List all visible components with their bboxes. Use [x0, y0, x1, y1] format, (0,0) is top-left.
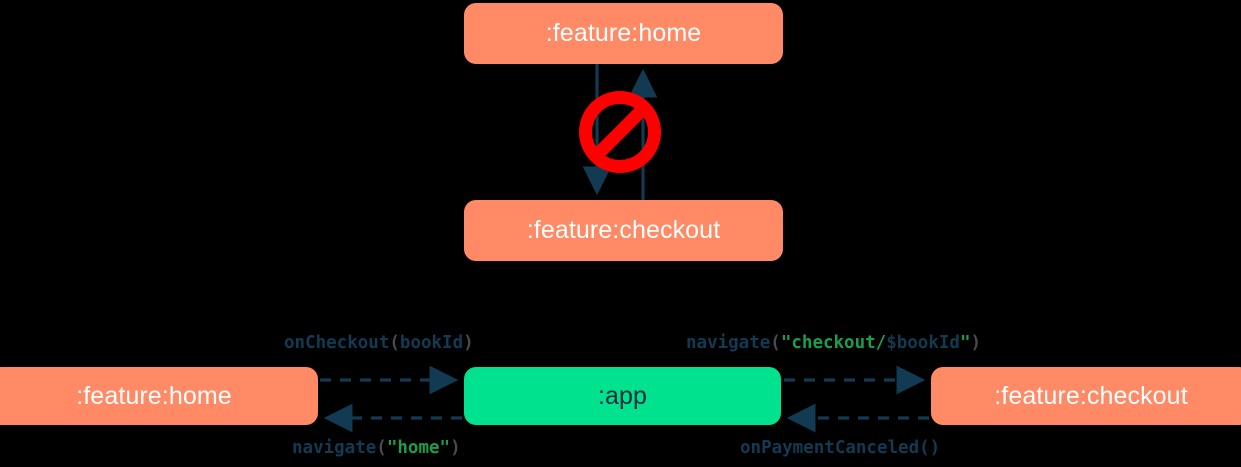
node-feature-home-forbidden[interactable]: :feature:home — [464, 3, 783, 64]
edge-label-navigate-checkout: navigate("checkout/$bookId") — [686, 333, 981, 353]
edge-label-onpaymentcanceled-parens: () — [919, 438, 941, 458]
edge-label-navigate-home-close: ) — [450, 438, 461, 458]
edge-label-navigate-checkout-open: ( — [770, 333, 781, 353]
edge-label-oncheckout: onCheckout(bookId) — [284, 333, 474, 353]
edge-label-navigate-home-fn: navigate — [292, 438, 377, 458]
edge-label-navigate-home: navigate("home") — [292, 438, 461, 458]
edge-label-navigate-home-str: "home" — [386, 438, 451, 458]
node-feature-checkout-forbidden[interactable]: :feature:checkout — [464, 200, 783, 261]
edge-label-onpaymentcanceled-fn: onPaymentCanceled — [740, 438, 920, 458]
edge-label-navigate-checkout-str-end: " — [959, 333, 971, 353]
edge-label-navigate-checkout-fn: navigate — [686, 333, 771, 353]
node-feature-home[interactable]: :feature:home — [0, 367, 318, 425]
edge-label-navigate-checkout-str-start: "checkout/ — [780, 333, 887, 353]
edge-label-onpaymentcanceled: onPaymentCanceled() — [740, 438, 940, 458]
edge-label-oncheckout-close: ) — [463, 333, 474, 353]
prohibition-sign-icon — [579, 91, 661, 173]
edge-label-oncheckout-open: ( — [389, 333, 400, 353]
edge-label-oncheckout-arg: bookId — [399, 333, 464, 353]
edge-label-navigate-checkout-close: ) — [970, 333, 982, 353]
edge-label-navigate-home-open: ( — [376, 438, 387, 458]
node-app[interactable]: :app — [464, 367, 781, 425]
node-feature-checkout[interactable]: :feature:checkout — [931, 367, 1241, 425]
edge-label-oncheckout-fn: onCheckout — [284, 333, 390, 353]
edge-label-navigate-checkout-arg: $bookId — [886, 333, 960, 353]
